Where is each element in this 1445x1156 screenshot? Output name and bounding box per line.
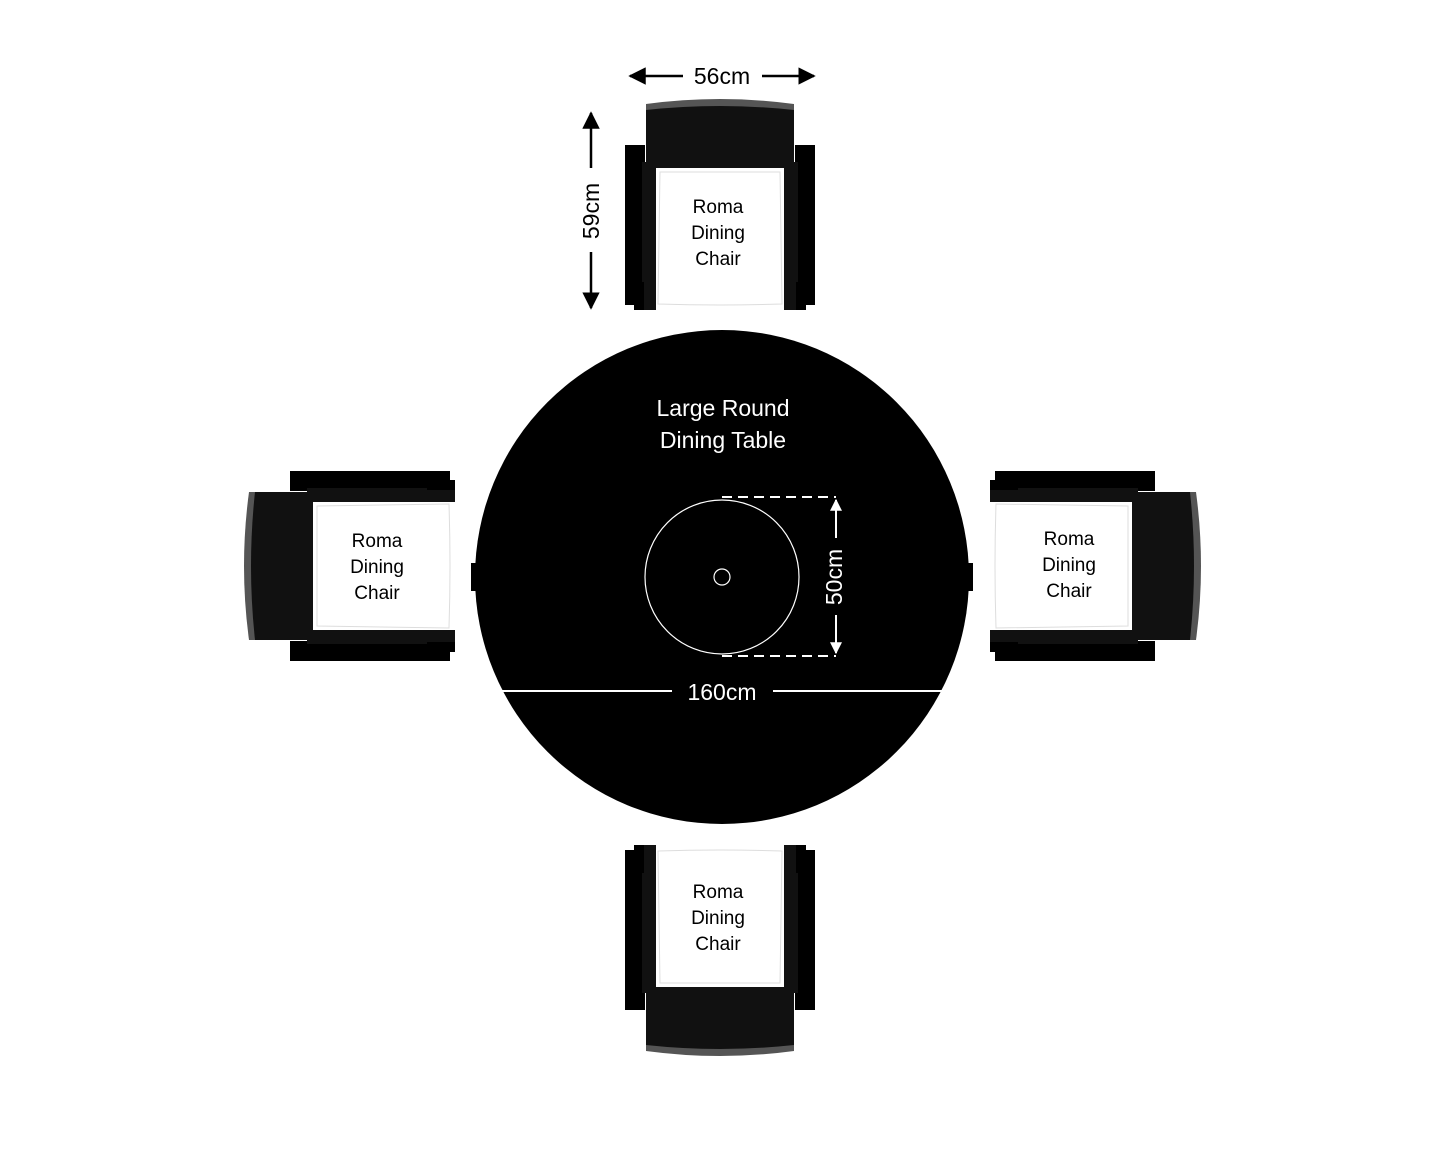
diameter-dimension: 160cm	[474, 600, 970, 705]
chair-depth-dimension: 59cm	[578, 111, 604, 310]
chair-left-label-line1: Roma	[352, 531, 403, 552]
chair-top-label-line3: Chair	[695, 249, 741, 270]
chair-left: Roma Dining Chair	[243, 470, 456, 662]
round-table: Large Round Dining Table	[471, 330, 973, 824]
chair-left-label-line3: Chair	[354, 583, 400, 604]
table-top	[475, 330, 969, 824]
chair-bottom-label-line1: Roma	[693, 882, 744, 903]
parasol-hole	[713, 568, 731, 586]
table-edge-notch-right	[967, 563, 973, 591]
chair-left-label-line2: Dining	[350, 557, 404, 578]
chair-top: Roma Dining Chair	[624, 98, 816, 311]
chair-depth-label: 59cm	[578, 183, 604, 239]
chair-top-label-line2: Dining	[691, 223, 745, 244]
chair-right-label-line1: Roma	[1044, 529, 1095, 550]
chair-bottom-label-line2: Dining	[691, 908, 745, 929]
table-label-line1: Large Round	[657, 395, 790, 421]
chair-top-label-line1: Roma	[693, 197, 744, 218]
parasol-ring	[644, 499, 800, 655]
chair-bottom-label-line3: Chair	[695, 934, 741, 955]
hole-dim-label: 50cm	[821, 549, 847, 605]
chair-right-label-line2: Dining	[1042, 555, 1096, 576]
table-edge-notch-left	[471, 563, 477, 591]
chair-right-label-line3: Chair	[1046, 581, 1092, 602]
chair-width-label: 56cm	[694, 63, 750, 89]
hole-dimension: 50cm	[722, 496, 847, 657]
chair-bottom: Roma Dining Chair	[624, 844, 816, 1057]
table-label-line2: Dining Table	[660, 427, 786, 453]
chair-right: Roma Dining Chair	[989, 470, 1202, 662]
chair-width-dimension: 56cm	[628, 63, 816, 89]
diameter-label: 160cm	[687, 679, 756, 705]
